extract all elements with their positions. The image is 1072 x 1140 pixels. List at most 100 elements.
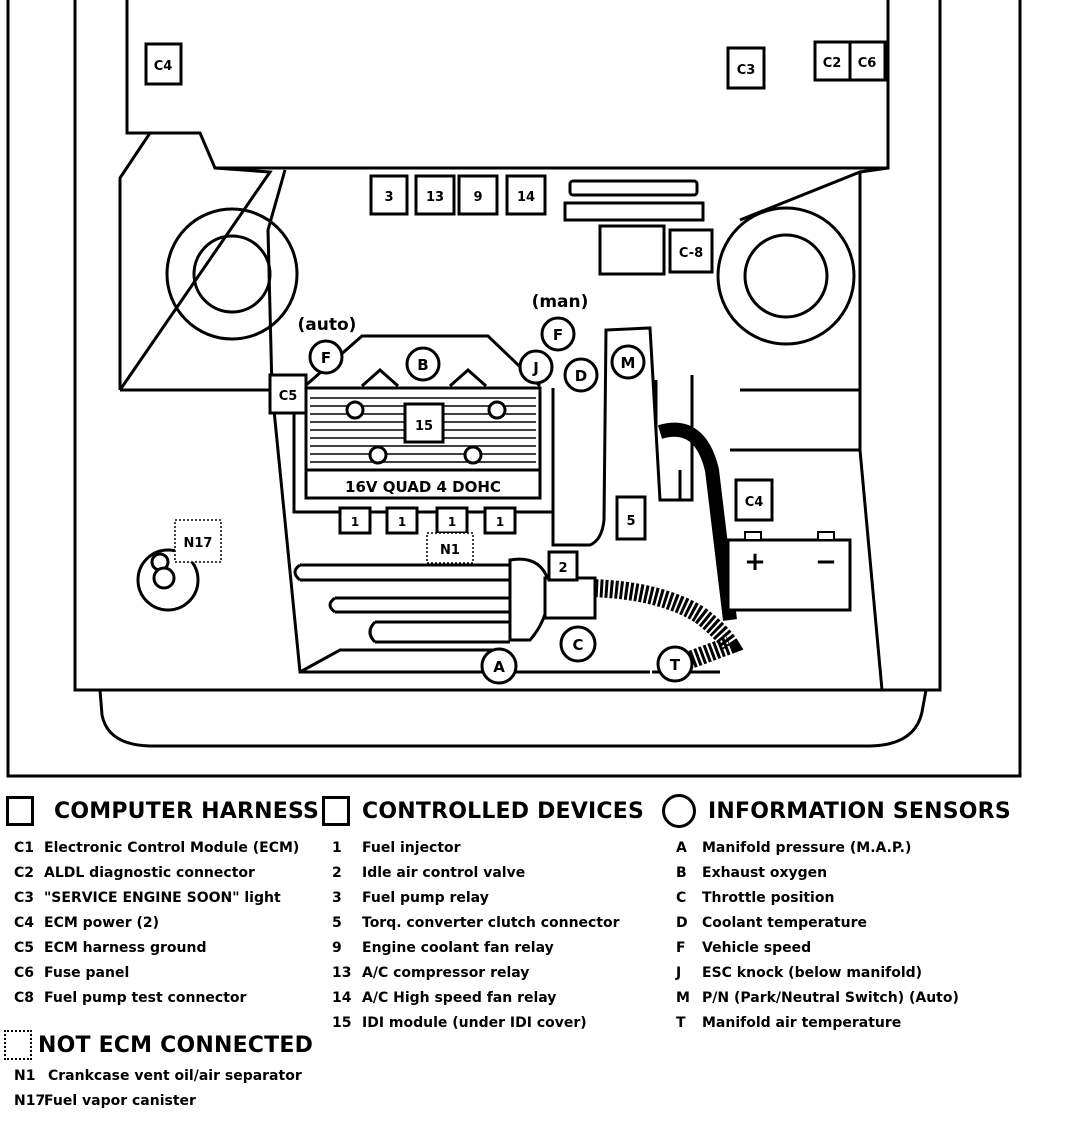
connector-c4-power: C4 <box>734 478 774 522</box>
transaxle-housing <box>551 326 694 547</box>
list-item: C4 ECM power (2) <box>14 911 316 936</box>
item-code: N1 <box>14 1068 36 1084</box>
sensor-m-label: M <box>621 354 636 372</box>
relay-9-label: 9 <box>473 190 482 205</box>
connector-c4-power-label: C4 <box>745 495 764 510</box>
connector-c2: C2 <box>813 40 852 82</box>
item-code: J <box>676 965 682 981</box>
n1-label: N1 <box>440 543 460 558</box>
sensor-j: J <box>518 349 554 385</box>
list-item: C6 Fuse panel <box>14 961 316 986</box>
item-text: Engine coolant fan relay <box>362 940 554 956</box>
legend-title: NOT ECM CONNECTED <box>38 1032 314 1058</box>
sensor-f-auto: F <box>308 339 344 375</box>
sensor-j-label: J <box>532 359 539 377</box>
legend-heading-information-sensors: INFORMATION SENSORS <box>662 794 1022 828</box>
item-code: T <box>676 1015 686 1031</box>
item-code: D <box>676 915 688 931</box>
item-code: 15 <box>332 1015 352 1031</box>
injector-3-label: 1 <box>448 515 456 529</box>
circle-symbol <box>662 794 696 828</box>
battery: + − <box>726 531 852 612</box>
item-code: C2 <box>14 865 35 881</box>
item-text: ALDL diagnostic connector <box>44 865 255 881</box>
compartment-outline <box>6 0 1022 778</box>
fuel-vapor-canister <box>136 548 200 612</box>
sensor-a-label: A <box>493 658 505 676</box>
item-code: M <box>676 990 690 1006</box>
sensor-d-label: D <box>575 367 587 385</box>
idi-module: 15 <box>403 402 445 444</box>
relay-9: 9 <box>457 174 499 216</box>
relay-13-label: 13 <box>426 190 444 205</box>
legend-heading-computer-harness: COMPUTER HARNESS <box>6 796 319 826</box>
item-code: C4 <box>14 915 35 931</box>
item-code: B <box>676 865 687 881</box>
item-text: Fuse panel <box>44 965 130 981</box>
item-text: Fuel injector <box>362 840 461 856</box>
list-item: 3 Fuel pump relay <box>332 886 652 911</box>
wiring-harness <box>589 422 744 669</box>
item-text: Vehicle speed <box>702 940 812 956</box>
list-item: J ESC knock (below manifold) <box>676 961 1022 986</box>
item-text: Fuel pump test connector <box>44 990 247 1006</box>
connector-c5-label: C5 <box>279 389 298 404</box>
item-text: ESC knock (below manifold) <box>702 965 923 981</box>
item-code: C1 <box>14 840 35 856</box>
list-item: N1 Crankcase vent oil/air separator <box>14 1064 344 1089</box>
dotted-square-symbol <box>4 1030 32 1060</box>
sensor-b-label: B <box>417 356 428 374</box>
sensor-m: M <box>610 344 646 380</box>
connector-c4-top-label: C4 <box>154 59 173 74</box>
item-text: IDI module (under IDI cover) <box>362 1015 587 1031</box>
item-text: ECM power (2) <box>44 915 160 931</box>
relay-13: 13 <box>414 174 456 216</box>
connector-c3-label: C3 <box>737 63 756 78</box>
list-item: C1 Electronic Control Module (ECM) <box>14 836 316 861</box>
sensor-c: C <box>559 625 597 663</box>
idi-module-label: 15 <box>415 419 433 434</box>
item-text: A/C compressor relay <box>362 965 530 981</box>
item-code: 3 <box>332 890 342 906</box>
sensor-f-man-label: F <box>553 326 563 344</box>
connector-c6-label: C6 <box>858 56 877 71</box>
sensor-c-label: C <box>572 636 583 654</box>
item-text: Crankcase vent oil/air separator <box>48 1068 302 1084</box>
item-code: C8 <box>14 990 35 1006</box>
sensor-b: B <box>405 346 441 382</box>
sensor-f-auto-label: F <box>321 349 331 367</box>
hood-outline <box>73 0 942 692</box>
item-text: Fuel pump relay <box>362 890 489 906</box>
square-symbol <box>322 796 350 826</box>
list-item: 13 A/C compressor relay <box>332 961 652 986</box>
item-text: Electronic Control Module (ECM) <box>44 840 300 856</box>
injector-1: 1 <box>338 506 372 535</box>
item-text: ECM harness ground <box>44 940 207 956</box>
sensor-f-man: F <box>540 316 576 352</box>
injector-3: 1 <box>435 506 469 535</box>
item-code: 9 <box>332 940 342 956</box>
engine-name: 16V QUAD 4 DOHC <box>345 478 501 496</box>
item-code: C3 <box>14 890 35 906</box>
item-code: C6 <box>14 965 35 981</box>
legend-heading-controlled-devices: CONTROLLED DEVICES <box>322 796 652 826</box>
n17-label: N17 <box>184 536 213 551</box>
item-code: 13 <box>332 965 352 981</box>
legend-heading-not-ecm-connected: NOT ECM CONNECTED <box>4 1030 344 1060</box>
item-code: 2 <box>332 865 342 881</box>
iac-valve-label: 2 <box>558 561 567 576</box>
n17-label-box: N17 <box>174 519 222 563</box>
tcc-connector: 5 <box>615 495 647 541</box>
item-text: Coolant temperature <box>702 915 867 931</box>
